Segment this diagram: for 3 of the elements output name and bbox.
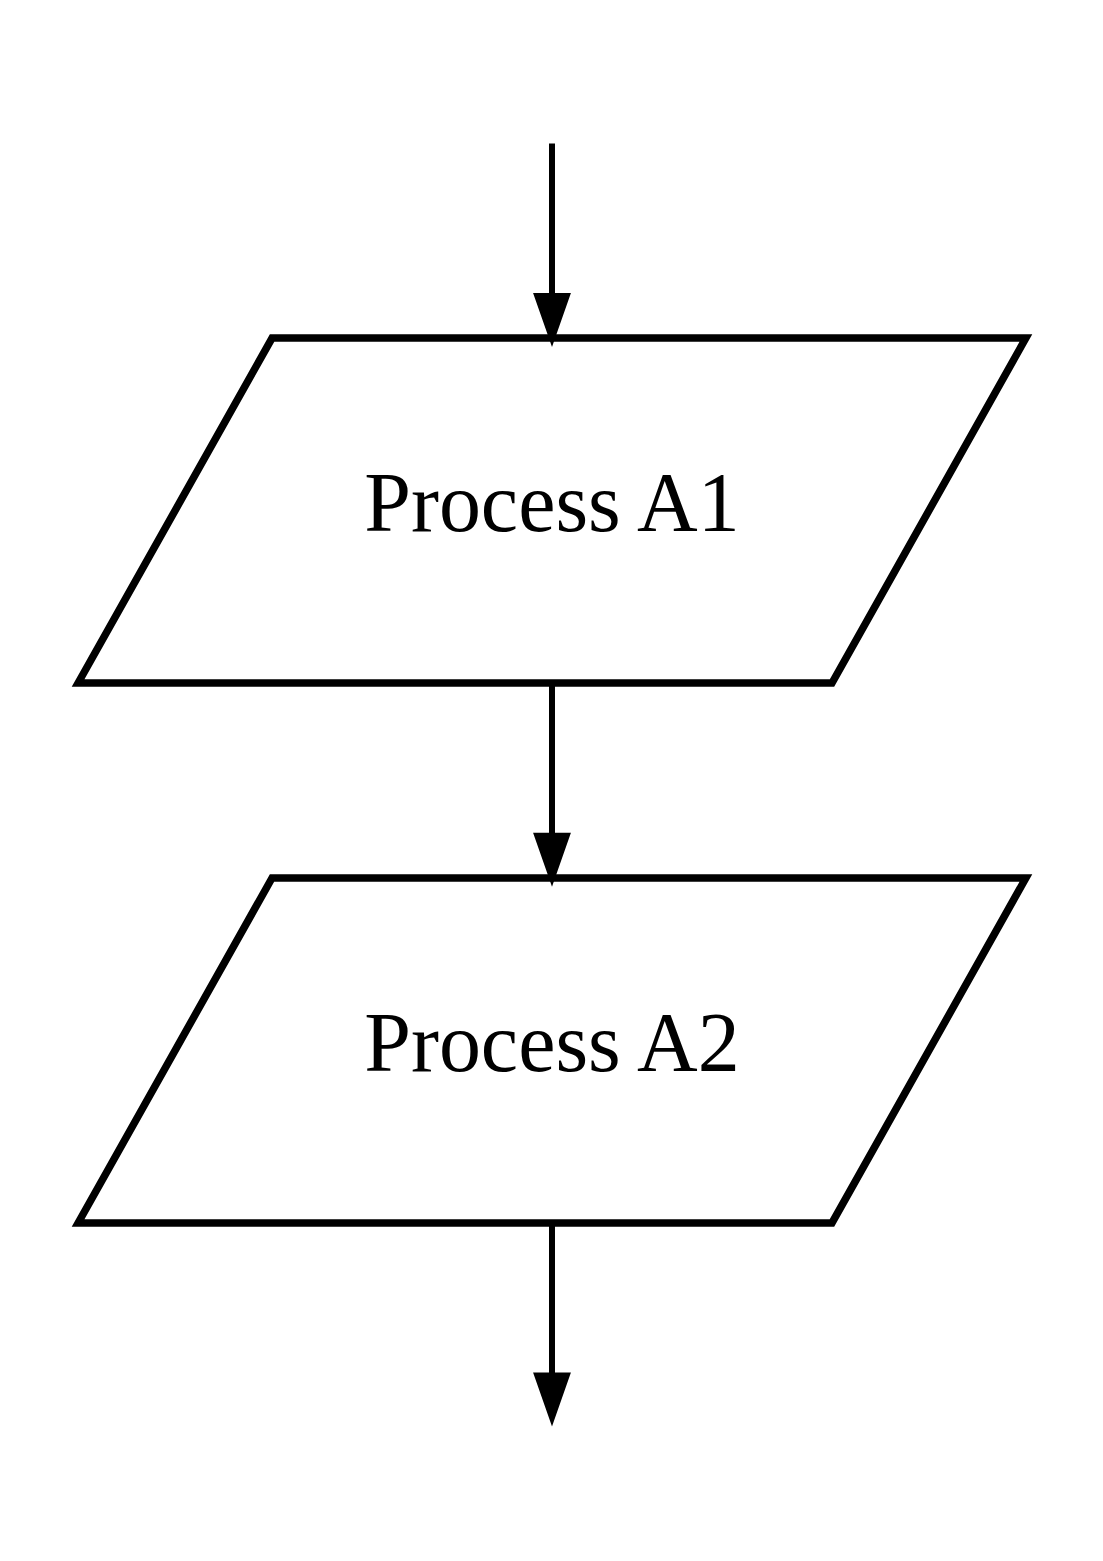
arrow — [532, 1223, 571, 1427]
arrow — [532, 683, 571, 887]
arrow — [532, 143, 571, 348]
